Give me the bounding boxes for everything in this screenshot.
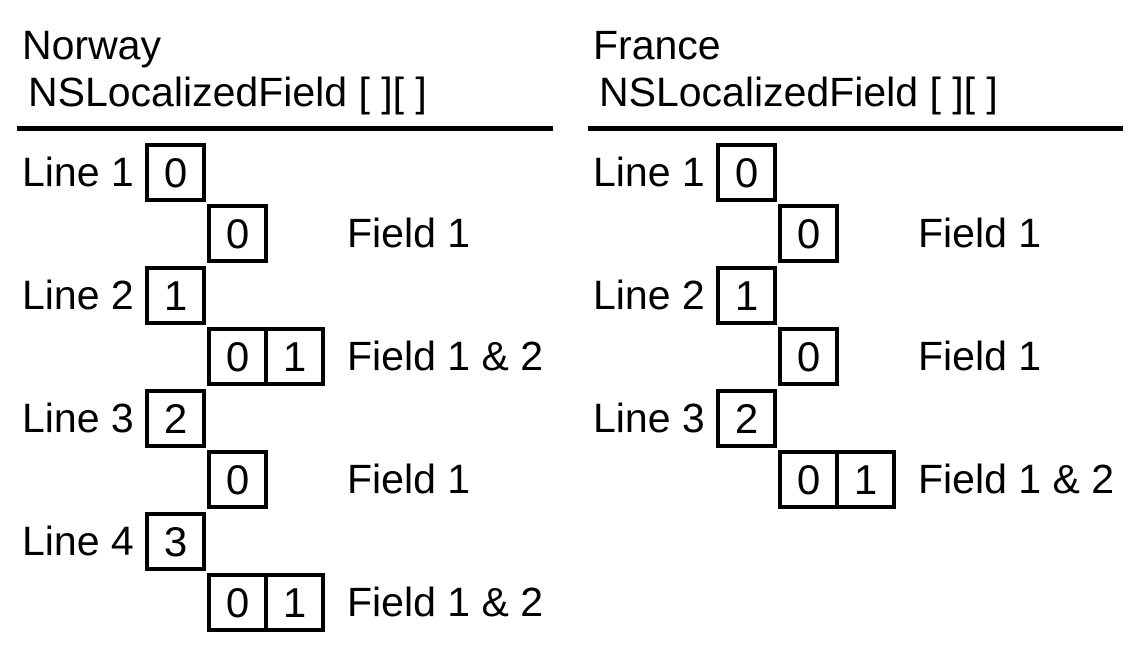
line-row: Line 3 2 xyxy=(0,389,571,448)
line-row: Line 3 2 xyxy=(571,389,1142,448)
field-index-boxes: 0 1 xyxy=(207,573,325,632)
array-cell: 0 xyxy=(145,143,206,202)
field-row: 0 Field 1 xyxy=(571,204,1142,263)
array-cell: 0 xyxy=(778,450,839,509)
array-cell: 0 xyxy=(778,204,839,263)
france-array-declaration: NSLocalizedField [ ][ ] xyxy=(599,69,998,115)
line-row: Line 1 0 xyxy=(571,143,1142,202)
line-index-box: 3 xyxy=(145,512,206,571)
norway-country-title: Norway xyxy=(22,22,161,68)
line-index-box: 1 xyxy=(716,266,777,325)
field-label: Field 1 & 2 xyxy=(347,333,543,379)
line-label: Line 4 xyxy=(22,518,134,564)
array-cell: 0 xyxy=(207,573,268,632)
france-column: France NSLocalizedField [ ][ ] Line 1 0 … xyxy=(571,0,1142,653)
field-index-boxes: 0 xyxy=(778,327,839,386)
array-cell: 0 xyxy=(207,327,268,386)
field-label: Field 1 xyxy=(347,456,471,502)
field-label: Field 1 & 2 xyxy=(918,456,1114,502)
field-row: 0 Field 1 xyxy=(571,327,1142,386)
norway-header: Norway NSLocalizedField [ ][ ] xyxy=(22,22,427,116)
france-country-title: France xyxy=(593,22,721,68)
field-label: Field 1 xyxy=(918,333,1042,379)
array-cell: 0 xyxy=(207,204,268,263)
norway-header-underline xyxy=(17,126,553,131)
array-cell: 0 xyxy=(778,327,839,386)
array-cell: 0 xyxy=(716,143,777,202)
array-cell: 0 xyxy=(207,450,268,509)
field-index-boxes: 0 xyxy=(207,204,268,263)
line-index-box: 0 xyxy=(145,143,206,202)
array-cell: 1 xyxy=(716,266,777,325)
line-label: Line 3 xyxy=(22,395,134,441)
array-cell: 2 xyxy=(716,389,777,448)
line-row: Line 2 1 xyxy=(0,266,571,325)
field-index-boxes: 0 1 xyxy=(207,327,325,386)
array-cell: 3 xyxy=(145,512,206,571)
line-index-box: 2 xyxy=(716,389,777,448)
field-row: 0 Field 1 xyxy=(0,204,571,263)
field-label: Field 1 & 2 xyxy=(347,579,543,625)
array-cell: 2 xyxy=(145,389,206,448)
line-label: Line 2 xyxy=(593,272,705,318)
line-label: Line 3 xyxy=(593,395,705,441)
array-cell: 1 xyxy=(839,450,896,509)
field-index-boxes: 0 xyxy=(207,450,268,509)
line-label: Line 1 xyxy=(22,149,134,195)
field-label: Field 1 xyxy=(918,210,1042,256)
line-index-box: 0 xyxy=(716,143,777,202)
line-row: Line 4 3 xyxy=(0,512,571,571)
france-header-underline xyxy=(588,126,1123,131)
line-index-box: 2 xyxy=(145,389,206,448)
field-row: 0 1 Field 1 & 2 xyxy=(0,327,571,386)
line-row: Line 2 1 xyxy=(571,266,1142,325)
norway-column: Norway NSLocalizedField [ ][ ] Line 1 0 … xyxy=(0,22,571,632)
field-index-boxes: 0 1 xyxy=(778,450,896,509)
array-cell: 1 xyxy=(268,327,325,386)
line-label: Line 2 xyxy=(22,272,134,318)
field-row: 0 1 Field 1 & 2 xyxy=(571,450,1142,509)
norway-array-declaration: NSLocalizedField [ ][ ] xyxy=(28,69,427,115)
field-label: Field 1 xyxy=(347,210,471,256)
line-row: Line 1 0 xyxy=(0,143,571,202)
line-index-box: 1 xyxy=(145,266,206,325)
field-row: 0 Field 1 xyxy=(0,450,571,509)
field-index-boxes: 0 xyxy=(778,204,839,263)
array-cell: 1 xyxy=(268,573,325,632)
france-header: France NSLocalizedField [ ][ ] xyxy=(593,22,998,116)
array-cell: 1 xyxy=(145,266,206,325)
field-row: 0 1 Field 1 & 2 xyxy=(0,573,571,632)
line-label: Line 1 xyxy=(593,149,705,195)
